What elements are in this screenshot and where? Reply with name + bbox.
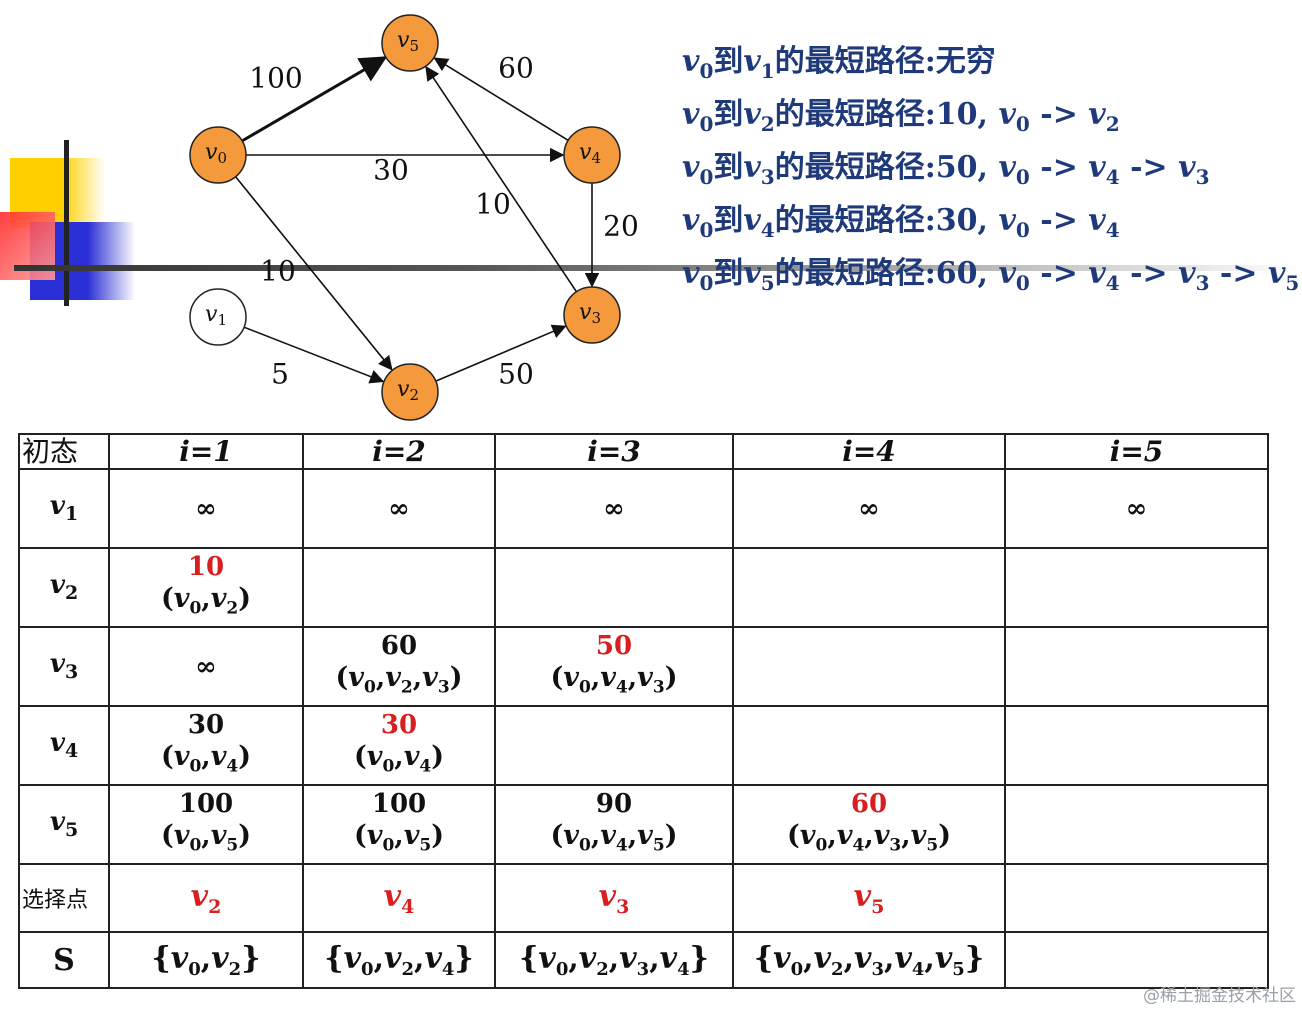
visited-set-row: S{v0,v2}{v0,v2,v4}{v0,v2,v3,v4}{v0,v2,v3…: [18, 931, 1269, 989]
distance-cell: [494, 547, 734, 628]
iteration-header: i=2: [302, 433, 496, 470]
visited-set-cell: [1004, 931, 1269, 989]
distance-cell: [1004, 705, 1269, 786]
distance-cell: 90(v0,v4,v5): [494, 784, 734, 865]
node-circle: [563, 126, 621, 184]
distance-cell: [732, 547, 1006, 628]
shortest-path-line: v0到v1的最短路径:无穷: [682, 44, 996, 83]
visited-set-cell: {v0,v2}: [108, 931, 304, 989]
iteration-header: i=4: [732, 433, 1006, 470]
shortest-path-line: v0到v2的最短路径:10, v0 -> v2: [682, 97, 1120, 136]
distance-cell: ∞: [1004, 468, 1269, 549]
distance-cell: [1004, 547, 1269, 628]
distance-cell: [732, 626, 1006, 707]
iteration-header: i=1: [108, 433, 304, 470]
edge-weight-label: 50: [498, 358, 534, 391]
set-row-label: S: [18, 931, 110, 989]
edge-weight-label: 20: [603, 210, 639, 243]
shortest-path-line: v0到v4的最短路径:30, v0 -> v4: [682, 203, 1120, 242]
graph-node-v4: v4: [563, 126, 621, 184]
distance-cell: [1004, 784, 1269, 865]
visited-set-cell: {v0,v2,v3,v4,v5}: [732, 931, 1006, 989]
distance-cell: 10(v0,v2): [108, 547, 304, 628]
node-circle: [189, 126, 247, 184]
node-circle: [563, 286, 621, 344]
graph-diagram: 100 30 10 5 50 20 60 10 v0 v1 v2 v3 v4 v5: [189, 14, 639, 421]
distance-cell: 60(v0,v4,v3,v5): [732, 784, 1006, 865]
distance-cell: 30(v0,v4): [108, 705, 304, 786]
edge-weight-label: 100: [249, 62, 302, 95]
edge-v1-v2: [243, 326, 385, 384]
distance-cell: 100(v0,v5): [302, 784, 496, 865]
graph-node-v3: v3: [563, 286, 621, 344]
table-row: v3∞60(v0,v2,v3)50(v0,v4,v3): [18, 626, 1269, 707]
distance-cell: ∞: [108, 468, 304, 549]
distance-cell: ∞: [108, 626, 304, 707]
distance-cell: ∞: [302, 468, 496, 549]
graph-node-v1: v1: [189, 288, 247, 346]
graph-node-v0: v0: [189, 126, 247, 184]
vertex-row-header: v3: [18, 626, 110, 707]
selected-vertex-cell: v3: [494, 863, 734, 933]
corner-label: 初态: [18, 433, 110, 470]
shortest-path-line: v0到v5的最短路径:60, v0 -> v4 -> v3 -> v5: [682, 256, 1300, 295]
edge-v3-v5: [425, 65, 578, 293]
visited-set-cell: {v0,v2,v4}: [302, 931, 496, 989]
table-row: v1∞∞∞∞∞: [18, 468, 1269, 549]
distance-cell: [732, 705, 1006, 786]
graph-node-v5: v5: [381, 14, 439, 72]
edge-weight-label: 30: [373, 154, 409, 187]
distance-cell: 50(v0,v4,v3): [494, 626, 734, 707]
watermark: @稀土掘金技术社区: [1143, 986, 1296, 1006]
edge-weight-label: 10: [260, 255, 296, 288]
visited-set-cell: {v0,v2,v3,v4}: [494, 931, 734, 989]
distance-cell: 30(v0,v4): [302, 705, 496, 786]
edge-weight-label: 60: [498, 52, 534, 85]
shortest-path-line: v0到v3的最短路径:50, v0 -> v4 -> v3: [682, 150, 1210, 189]
selected-vertex-cell: v4: [302, 863, 496, 933]
node-circle: [381, 363, 439, 421]
edge-v4-v5: [433, 57, 569, 142]
shortest-path-results: v0到v1的最短路径:无穷 v0到v2的最短路径:10, v0 -> v2 v0到v…: [682, 40, 1300, 305]
vertex-row-header: v1: [18, 468, 110, 549]
distance-cell: ∞: [494, 468, 734, 549]
vertex-row-header: v2: [18, 547, 110, 628]
vertex-row-header: v5: [18, 784, 110, 865]
edge-v0-v2: [235, 176, 393, 371]
distance-cell: 60(v0,v2,v3): [302, 626, 496, 707]
distance-cell: [494, 705, 734, 786]
node-circle: [381, 14, 439, 72]
distance-cell: ∞: [732, 468, 1006, 549]
selected-vertex-cell: [1004, 863, 1269, 933]
distance-cell: 100(v0,v5): [108, 784, 304, 865]
selected-vertex-cell: v2: [108, 863, 304, 933]
distance-cell: [302, 547, 496, 628]
distance-cell: [1004, 626, 1269, 707]
iteration-header: i=5: [1004, 433, 1269, 470]
node-circle: [189, 288, 247, 346]
decor-horizontal-line: [14, 265, 1302, 271]
iteration-header: i=3: [494, 433, 734, 470]
vertex-row-header: v4: [18, 705, 110, 786]
edge-weight-label: 5: [271, 358, 289, 391]
select-row-label: 选择点: [18, 863, 110, 933]
edge-v2-v3: [435, 324, 567, 382]
table-header-row: 初态 i=1 i=2 i=3 i=4 i=5: [18, 433, 1269, 470]
edge-v0-v5: [241, 56, 388, 143]
graph-node-v2: v2: [381, 363, 439, 421]
edge-weight-label: 10: [475, 188, 511, 221]
decor-vertical-line: [64, 140, 69, 306]
selected-vertex-cell: v5: [732, 863, 1006, 933]
